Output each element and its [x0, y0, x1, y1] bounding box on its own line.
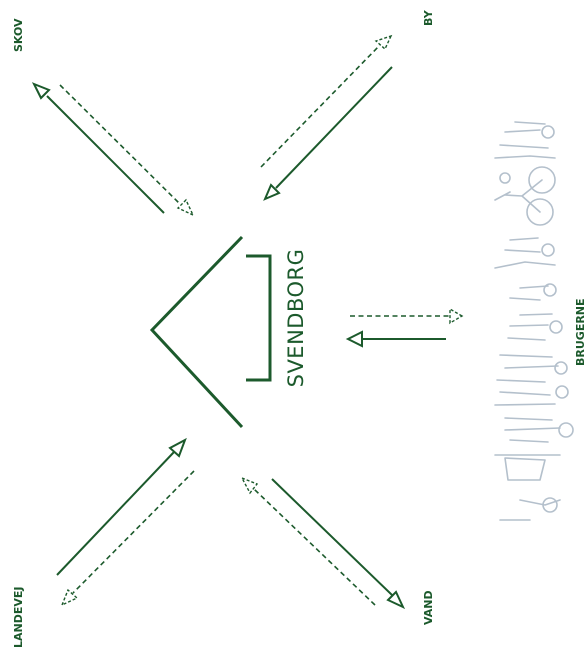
- skov-label: SKOV: [12, 18, 25, 52]
- dashed-arrow-head-icon: [376, 36, 391, 49]
- people-silhouettes-icon: [495, 122, 573, 520]
- dashed-arrow-head-icon: [450, 309, 462, 323]
- arrow-head-icon: [348, 332, 362, 346]
- landevej-label: LANDEVEJ: [12, 587, 25, 649]
- vand-arrows: [242, 478, 403, 607]
- landevej-arrows: [57, 440, 194, 605]
- vand-label: VAND: [422, 590, 435, 625]
- dashed-arrow-head-icon: [178, 200, 193, 215]
- by-label: BY: [422, 9, 435, 26]
- svendborg-bracket: [152, 237, 270, 427]
- brugerne-arrows: [348, 309, 462, 346]
- arrow-head-icon: [34, 84, 49, 98]
- brugerne-label: BRUGERNE: [574, 298, 587, 366]
- skov-arrows: [34, 84, 193, 215]
- by-arrows: [261, 36, 392, 199]
- center-label: SVENDBORG: [284, 249, 308, 388]
